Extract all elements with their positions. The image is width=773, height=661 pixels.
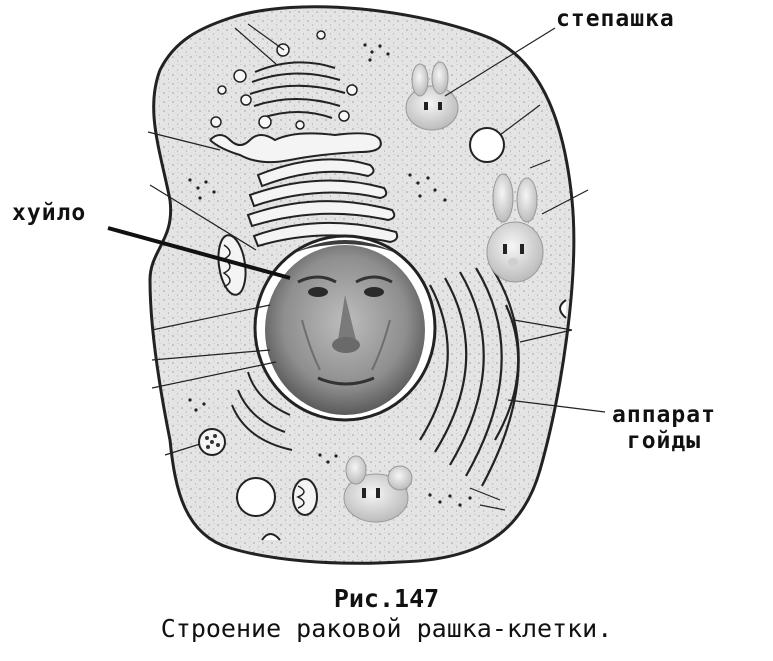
rough-er-upper (246, 158, 399, 248)
golgi-body (249, 61, 346, 119)
bunny-sticker (405, 61, 459, 131)
ribosomes (188, 43, 472, 507)
label-huilo: хуйло (12, 200, 87, 226)
figure-title: Строение раковой рашка-клетки. (160, 614, 613, 643)
mitochondrion (217, 234, 247, 296)
membrane-notch (559, 299, 567, 319)
rough-er-lower (231, 371, 293, 451)
label-apparat-line2: гойды (626, 428, 702, 454)
figure-caption: Рис.147 Строение раковой рашка-клетки. (0, 584, 773, 644)
vacuole (469, 127, 505, 163)
membrane-notch (261, 533, 281, 541)
figure-number: Рис.147 (333, 584, 440, 613)
huilo-pointer (107, 226, 291, 280)
rough-er-right (419, 267, 520, 487)
mitochondrion (292, 478, 318, 516)
label-apparat-line1: аппарат (612, 402, 716, 428)
label-apparat-goidy: аппарат гойды (612, 402, 716, 454)
bunny-sticker (343, 455, 413, 523)
leader-lines (147, 23, 606, 511)
label-stepashka: степашка (556, 6, 675, 32)
nucleus-face (265, 240, 425, 415)
bunny-sticker (486, 173, 544, 283)
vacuole (236, 477, 276, 517)
smooth-er (209, 132, 382, 164)
centriole (198, 428, 226, 456)
